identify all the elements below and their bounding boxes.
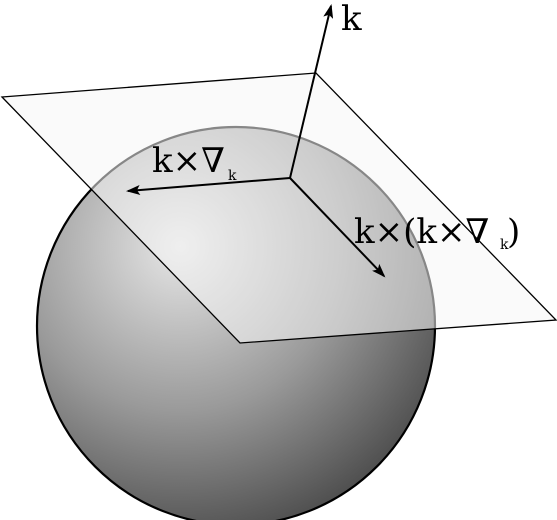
- label-k-cross-nabla-k: k: [152, 141, 173, 181]
- label-kk-open-paren: (: [403, 212, 416, 252]
- label-kk-k1: k: [354, 212, 375, 252]
- label-kk-cross2: ×: [437, 212, 466, 252]
- vector-k-cross-k-cross-nabla-arrow: [289, 177, 386, 278]
- label-k-cross-nabla-cross: ×: [173, 141, 202, 181]
- label-k-cross-nabla-subscript: k: [228, 168, 237, 184]
- label-kk-nabla: ∇: [465, 212, 489, 252]
- tangent-plane: [0, 72, 557, 344]
- vector-k-arrow: [289, 4, 334, 179]
- label-kk-subscript: k: [500, 237, 509, 253]
- label-kk-close-paren: ): [507, 212, 520, 252]
- svg-text:k×∇: k×∇: [152, 141, 225, 181]
- label-k-cross-k-cross-nabla: k×(k×∇ k ): [354, 212, 520, 253]
- label-k-cross-nabla-nabla: ∇: [201, 141, 225, 181]
- svg-text:k×(k×∇: k×(k×∇: [354, 212, 489, 252]
- label-kk-cross1: ×: [375, 212, 404, 252]
- label-k-cross-nabla: k×∇ k: [152, 141, 237, 184]
- label-kk-k2: k: [416, 212, 437, 252]
- vector-k-cross-nabla-arrow: [126, 177, 291, 196]
- label-k: k: [341, 0, 362, 39]
